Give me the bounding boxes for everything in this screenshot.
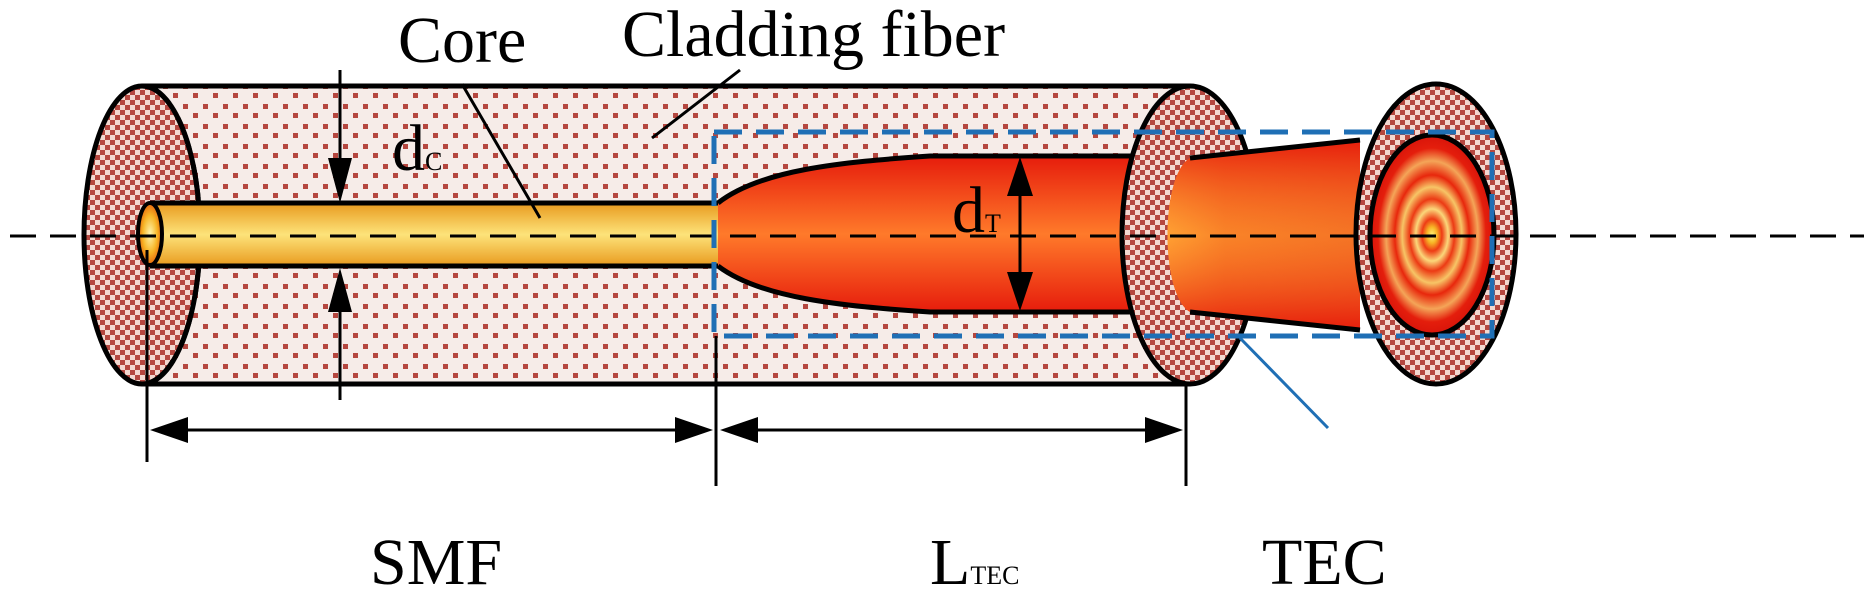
taper-region xyxy=(716,153,1190,315)
smf-length-arrow xyxy=(150,417,713,443)
dt-dimension xyxy=(1007,157,1033,311)
cladding-label: Cladding fiber xyxy=(622,0,1005,71)
dc-dimension xyxy=(328,70,352,400)
tec-dashed-box xyxy=(711,129,1495,339)
dc-label: dC xyxy=(392,112,442,185)
tec-label: TEC xyxy=(1262,526,1387,599)
ltec-length-arrow xyxy=(720,417,1183,443)
ltec-label: LTEC xyxy=(930,526,1019,599)
tec-leader-line xyxy=(1238,336,1330,430)
cladding-leader-line xyxy=(651,68,741,140)
dt-label: dT xyxy=(952,174,1001,247)
smf-label: SMF xyxy=(370,526,502,599)
tec-end-face xyxy=(1353,81,1519,387)
core-label: Core xyxy=(398,4,526,77)
core-leader-line xyxy=(460,83,542,219)
